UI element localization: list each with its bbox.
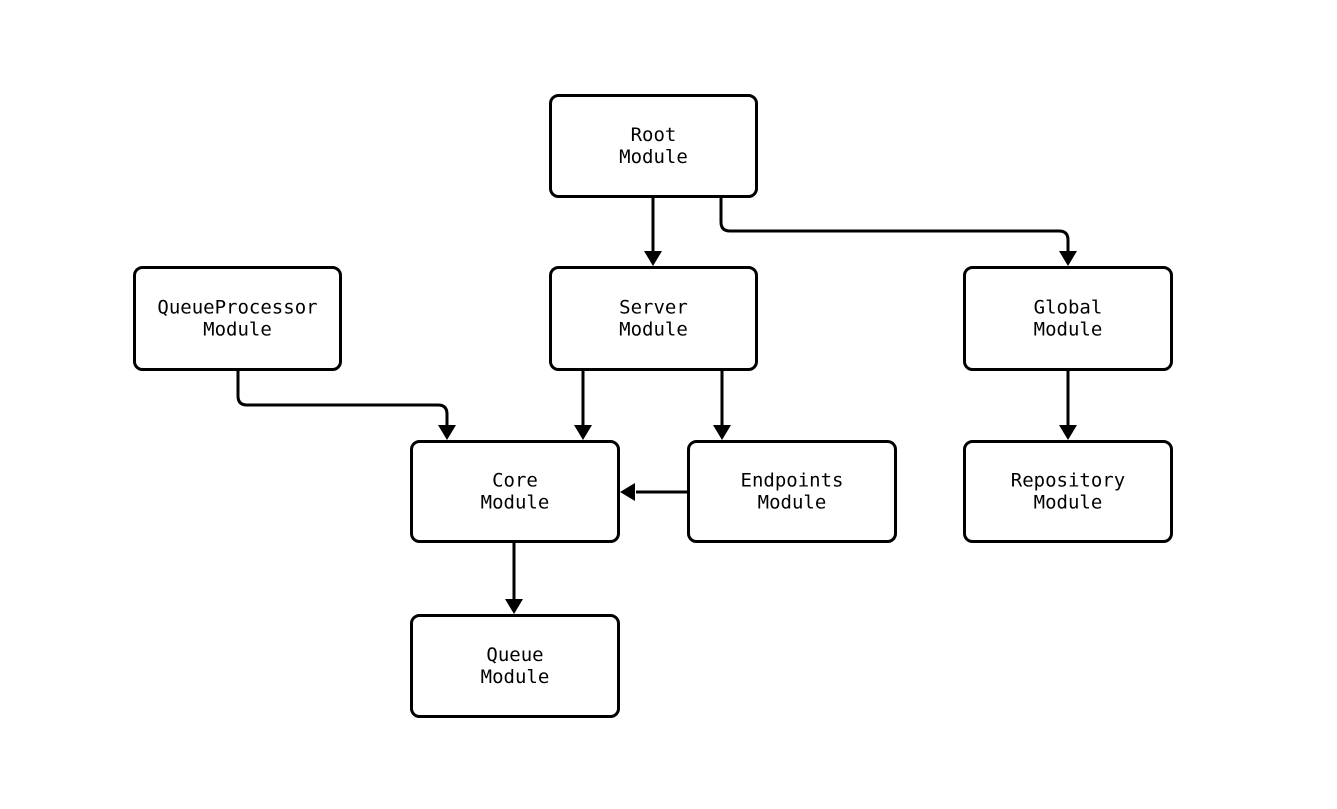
edge-server-to-endpoints bbox=[713, 371, 731, 440]
server-module-label-line2: Module bbox=[619, 318, 688, 340]
edges-layer bbox=[236, 198, 1077, 614]
global-module-box[interactable] bbox=[963, 266, 1173, 371]
edge-server-to-core bbox=[574, 371, 592, 440]
root-module-box[interactable] bbox=[549, 94, 758, 198]
repository-module-label-line2: Module bbox=[1034, 491, 1103, 513]
endpoints-module-box[interactable] bbox=[687, 440, 897, 543]
edge-root-to-global-arrowhead-icon bbox=[1059, 251, 1077, 266]
edge-core-to-queue-arrowhead-icon bbox=[505, 599, 523, 614]
edge-global-to-repository-arrowhead-icon bbox=[1059, 425, 1077, 440]
edge-global-to-repository bbox=[1059, 371, 1077, 440]
edge-server-to-core-arrowhead-icon bbox=[574, 425, 592, 440]
endpoints-module-label-line1: Endpoints bbox=[741, 469, 844, 491]
edge-root-to-global-line bbox=[719, 198, 1070, 252]
edge-endpoints-to-core-arrowhead-icon bbox=[620, 483, 635, 501]
root-module-label-line1: Root bbox=[631, 124, 677, 146]
core-module-label-line1: Core bbox=[492, 469, 538, 491]
edge-queueprocessor-to-core bbox=[236, 371, 456, 440]
repository-module-label-line1: Repository bbox=[1011, 469, 1125, 491]
core-module-box[interactable] bbox=[410, 440, 620, 543]
queueprocessor-module-label-line1: QueueProcessor bbox=[157, 296, 317, 318]
edge-root-to-server bbox=[644, 198, 662, 266]
server-module-label-line1: Server bbox=[619, 296, 688, 318]
edge-server-to-endpoints-arrowhead-icon bbox=[713, 425, 731, 440]
queue-module-label-line2: Module bbox=[481, 666, 550, 688]
queueprocessor-module-box[interactable] bbox=[133, 266, 342, 371]
edge-endpoints-to-core bbox=[620, 483, 687, 501]
server-module-box[interactable] bbox=[549, 266, 758, 371]
global-module-label-line2: Module bbox=[1034, 318, 1103, 340]
edge-queueprocessor-to-core-arrowhead-icon bbox=[438, 425, 456, 440]
queue-module-label-line1: Queue bbox=[486, 644, 543, 666]
global-module-label-line1: Global bbox=[1034, 296, 1103, 318]
edge-queueprocessor-to-core-line bbox=[236, 371, 449, 426]
root-module-label-line2: Module bbox=[619, 146, 688, 168]
edge-root-to-server-arrowhead-icon bbox=[644, 251, 662, 266]
endpoints-module-label-line2: Module bbox=[758, 491, 827, 513]
repository-module-box[interactable] bbox=[963, 440, 1173, 543]
queueprocessor-module-label-line2: Module bbox=[203, 318, 272, 340]
edge-root-to-global bbox=[719, 198, 1077, 266]
core-module-label-line2: Module bbox=[481, 491, 550, 513]
edge-core-to-queue bbox=[505, 543, 523, 614]
queue-module-box[interactable] bbox=[410, 614, 620, 718]
